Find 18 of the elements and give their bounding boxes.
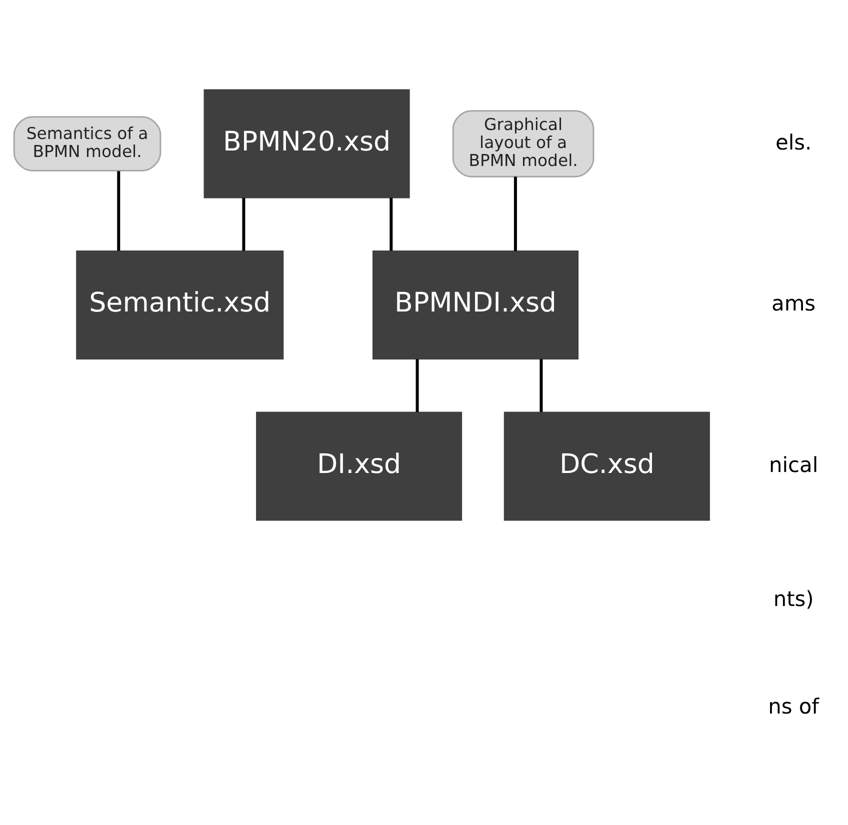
- connector: [514, 176, 517, 252]
- connector: [390, 198, 393, 251]
- connector: [416, 359, 419, 412]
- node-box: BPMN20.xsd: [204, 89, 410, 198]
- node-box: BPMNDI.xsd: [372, 250, 579, 360]
- node-box: DI.xsd: [256, 412, 462, 521]
- label: nts): [773, 587, 814, 612]
- label: ns of: [768, 694, 820, 719]
- connector: [242, 198, 246, 251]
- label: nical: [768, 452, 818, 477]
- node-box: DC.xsd: [504, 412, 710, 521]
- connector: [540, 359, 543, 412]
- node-box: Graphical layout of a BPMN model.: [452, 110, 594, 178]
- label: ams: [772, 292, 816, 316]
- node-box: Semantic.xsd: [76, 250, 284, 360]
- label: els.: [775, 130, 812, 154]
- node-box: Semantics of a BPMN model.: [13, 116, 162, 172]
- connector: [117, 171, 120, 251]
